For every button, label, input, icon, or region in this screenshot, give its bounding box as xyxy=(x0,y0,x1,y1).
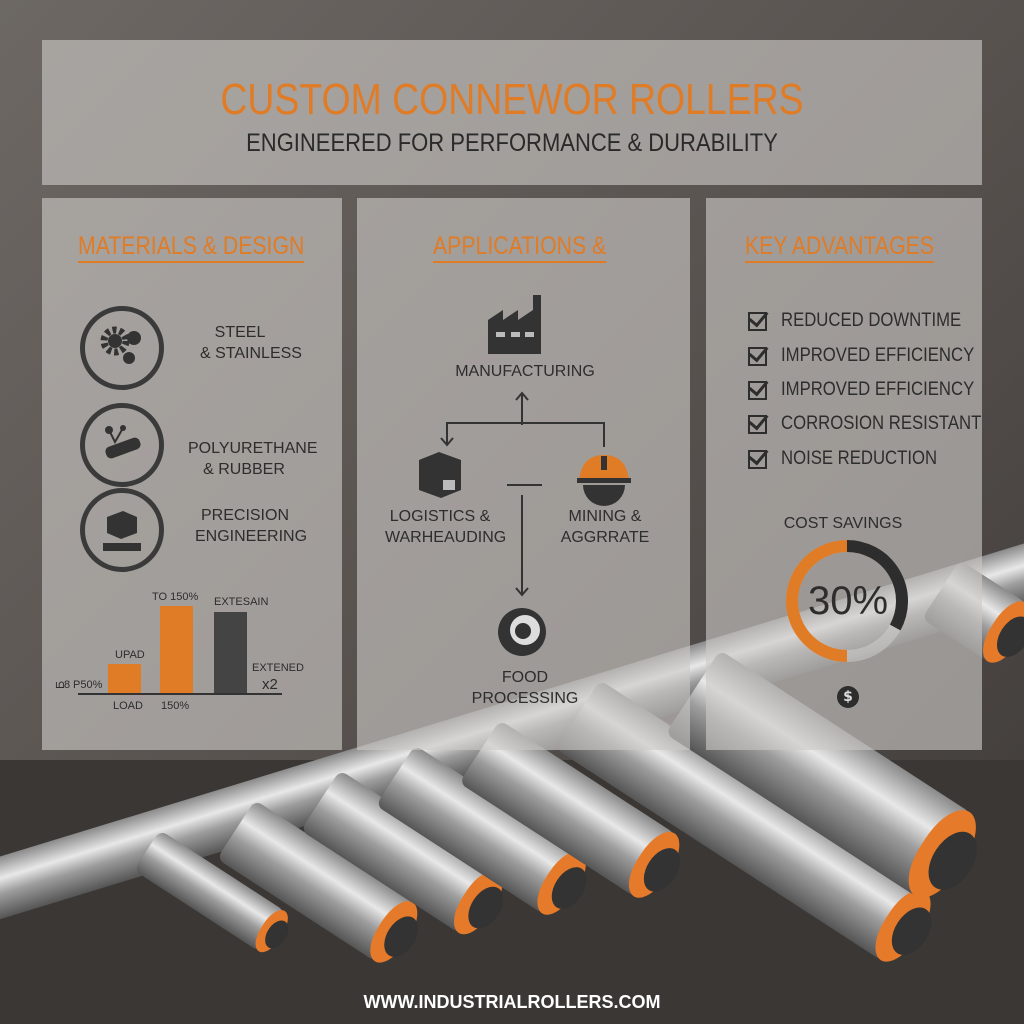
chart-label-to150: TO 150% xyxy=(152,591,199,603)
roller-molecule-icon xyxy=(80,403,164,487)
roller xyxy=(136,833,289,953)
materials-heading: MATERIALS & DESIGN xyxy=(78,232,305,263)
advantage-item: IMPROVED EFFICIENCY xyxy=(748,379,1001,401)
node-logistics: LOGISTICS &WARHEAUDING xyxy=(385,508,507,546)
chart-label-x2: x2 xyxy=(262,676,278,693)
package-icon xyxy=(419,452,461,498)
chart-label-extesain: EXTESAIN xyxy=(214,596,269,608)
node-manufacturing: MANUFACTURING xyxy=(455,363,595,380)
advantages-heading: KEY ADVANTAGES xyxy=(745,232,934,263)
checkbox-icon xyxy=(748,380,767,400)
chart-label-p50: P50% xyxy=(73,679,103,691)
advantage-item: IMPROVED EFFICIENCY xyxy=(748,345,1001,367)
chart-label-load: LOAD xyxy=(113,700,143,712)
material-polyurethane-label: POLYURETHANE& RUBBER xyxy=(188,440,318,478)
chart-label-small: ഥ8 xyxy=(55,679,71,691)
chart-baseline xyxy=(78,693,282,695)
donut-dark-arc xyxy=(846,540,908,631)
bar-extended xyxy=(214,611,247,693)
box-icon xyxy=(80,488,164,572)
page-subtitle: ENGINEERED FOR PERFORMANCE & DURABILITY xyxy=(246,129,778,157)
checkbox-icon xyxy=(748,449,767,469)
chart-label-extened: EXTENED xyxy=(252,662,304,674)
node-mining: MINING &AGGRRATE xyxy=(560,508,650,546)
chart-label-upad: UPAD xyxy=(115,649,145,661)
advantage-item: CORROSION RESISTANT xyxy=(748,413,1009,435)
roller xyxy=(378,748,587,915)
gears-icon xyxy=(80,306,164,390)
dollar-icon: $ xyxy=(837,686,859,708)
cost-savings-donut xyxy=(786,540,908,662)
applications-panel xyxy=(357,198,690,750)
applications-heading: APPLICATIONS & xyxy=(433,232,607,263)
website-url[interactable]: WWW.INDUSTRIALROLLERS.COM xyxy=(363,992,661,1012)
title-banner: CUSTOM CONNEWOR ROLLERS ENGINEERED FOR P… xyxy=(42,40,982,185)
material-steel-label: STEEL& STAINLESS xyxy=(200,324,302,362)
advantage-item: REDUCED DOWNTIME xyxy=(748,310,986,332)
checkbox-icon xyxy=(748,311,767,331)
factory-icon xyxy=(488,295,541,354)
cost-savings-value: 30% xyxy=(808,579,889,623)
advantages-panel xyxy=(706,198,982,750)
bar-150 xyxy=(160,606,193,693)
bar-load xyxy=(108,664,141,693)
donut-orange-arc xyxy=(786,540,848,662)
chart-label-150: 150% xyxy=(161,700,190,712)
roller xyxy=(462,723,681,898)
checkbox-icon xyxy=(748,414,767,434)
roller xyxy=(558,683,932,962)
advantage-item: NOISE REDUCTION xyxy=(748,448,958,470)
roller xyxy=(303,773,504,935)
applications-flow-diagram xyxy=(419,295,631,656)
page-title: CUSTOM CONNEWOR ROLLERS xyxy=(220,75,804,124)
checkbox-icon xyxy=(748,346,767,366)
cost-savings-label: COST SAVINGS xyxy=(783,515,903,532)
flow-arrows xyxy=(440,391,605,597)
food-processing-icon xyxy=(498,608,546,656)
hard-hat-icon xyxy=(577,455,631,506)
roller xyxy=(219,803,419,963)
